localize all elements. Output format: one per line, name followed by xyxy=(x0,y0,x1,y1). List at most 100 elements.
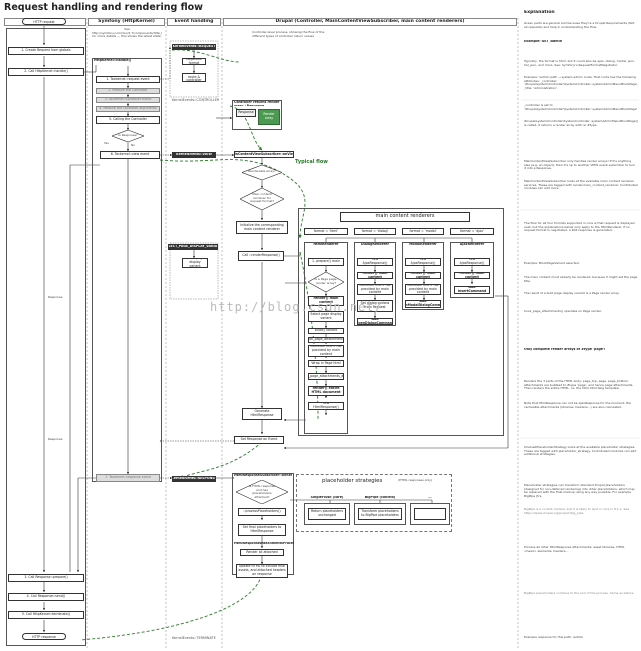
html-step-build-variant: build() variant xyxy=(308,328,344,334)
ajax-step-render-main: render() main content xyxy=(454,272,490,279)
ajax-step-command: Add InsertCommand xyxy=(454,286,490,294)
initialize-renderer-step: Initialize the corresponding main conten… xyxy=(236,221,288,234)
explanation-9: Example: BlockPageVariant selected. xyxy=(524,262,580,265)
renderer-decision-label: Main content renderer for request format… xyxy=(250,193,274,204)
request-event-step: 1. Tackernel::request event xyxy=(96,76,160,83)
ajax-renderer-label: AjaxRenderer xyxy=(459,243,485,246)
modal-step-command: Add OpenModalDialogCommand xyxy=(405,300,441,308)
terminate-step: 5. Call HttpKernel::terminate() xyxy=(8,611,84,619)
singleflush-step: Return placeholders unchanged xyxy=(308,508,346,520)
is-html-label: Is HTML response and has placeholders at… xyxy=(248,485,276,499)
render-array-option: Render array xyxy=(258,109,280,125)
dialog-renderer-label: DialogRenderer xyxy=(360,243,390,246)
legend-line-2: different types of controller return val… xyxy=(252,35,314,38)
modal-renderer-label: ModalRenderer xyxy=(409,243,437,246)
modal-renderer-group xyxy=(402,242,444,310)
call-render-response-step: Call ::renderResponse() xyxy=(238,251,284,261)
yes-label: Yes xyxy=(104,142,109,145)
watermark: http://blog.csdn.net/ xyxy=(210,300,383,314)
response-event-step: 7. Tackernel::response event xyxy=(96,474,160,482)
lane-drupal-header: Drupal (Controller, MainContentViewSubsc… xyxy=(223,18,517,26)
page-title: Request handling and rendering flow xyxy=(4,2,203,13)
html-step-new-response: new HtmlResponse() xyxy=(308,402,344,410)
html-step-page-decision: Is a Page page-render array? xyxy=(308,272,344,292)
explanation-8: The flow for all four formats supported … xyxy=(524,222,635,233)
ajax-renderer-group xyxy=(450,242,494,298)
kernel-response-event: KernelEvents::RESPONSE xyxy=(172,476,216,482)
bigpipe-step: Transform placeholders to BigPipe placeh… xyxy=(358,508,402,520)
no-label: No xyxy=(131,144,136,147)
create-request-step: 1. Create Request from globals xyxy=(8,47,84,55)
typical-flow-label: Typical flow xyxy=(295,159,328,165)
main-content-subscriber: MainContentViewSubscriber::onView() xyxy=(234,151,294,158)
html-step-attachments-alter: hook_page_attachments_alter() xyxy=(308,373,344,380)
index-lane-frame xyxy=(6,28,86,646)
explanation-11: The result of a built page display varia… xyxy=(524,292,620,295)
explanation-4: _controller is set to '\Drupal\system\Co… xyxy=(524,104,638,111)
negotiate-format-step: Negotiate format xyxy=(182,58,206,65)
modal-step-new-ajax: new AjaxResponse() xyxy=(405,258,441,266)
is-response-decision: Is Response? xyxy=(112,130,144,142)
explanation-14: Renders the 3 parts of the HTML body: pa… xyxy=(524,380,634,391)
dialog-renderer-group xyxy=(354,242,396,326)
controller-event-step: 3. Tackernel::controller event xyxy=(96,97,160,103)
is-html-decision: Is HTML response and has placeholders at… xyxy=(236,480,288,504)
other-strategy-step xyxy=(414,508,446,520)
dialog-step-render-main: render() main content xyxy=(357,272,393,279)
http-response-node: HTTP response xyxy=(22,633,66,640)
controller-return-group xyxy=(232,100,282,130)
attachments-processor-label: HtmlResponseAttachmentsProcessor xyxy=(234,542,294,545)
explanation-17: Placeholder strategies can transform sta… xyxy=(524,484,635,498)
html-step-wrap-page: Wrap in Page html xyxy=(308,360,344,367)
http-request-node: HTTP request xyxy=(22,18,66,25)
explanation-6: MainContentViewSubscriber only handles r… xyxy=(524,160,636,171)
html-step-select-variant: Select page display variant xyxy=(308,311,344,322)
modal-step-calc-title: Calculate title if not provided by main … xyxy=(405,284,441,295)
resolve-args-step: 4. Resolve the controller arguments xyxy=(96,106,160,112)
view-event-step: 6. Tackernel::view event xyxy=(100,151,160,159)
placeholder-strategies-group xyxy=(296,474,452,532)
dialog-step-calc-title: Calculate title if not provided by main … xyxy=(357,284,393,295)
set-final-placeholders-step: Set final placeholders to HtmlResponse xyxy=(238,524,286,536)
kernel-terminate-event: KernelEvents::TERMINATE xyxy=(172,636,216,640)
select-variant-event: SELECT_PAGE_DISPLAY_VARIANT xyxy=(168,244,218,250)
strategy-more-label: … xyxy=(428,496,432,499)
explanation-19: Process all other HtmlResponse attachmen… xyxy=(524,546,625,553)
html-step-page-attachments: hook_page_attachments() xyxy=(308,337,344,343)
renderer-decision: Main content renderer for request format… xyxy=(240,188,284,210)
other-strategy-group xyxy=(410,503,450,525)
explanation-16: ChainedPlaceholderStrategy looks at the … xyxy=(524,446,637,457)
html-step-calc-title: Calculate title if not provided by main … xyxy=(308,345,344,357)
explanation-1: Example: GET /admin xyxy=(524,40,562,43)
select-page-variant-step: Select page display variant xyxy=(182,258,208,268)
determine-route-step: Determine route & controller xyxy=(182,73,206,82)
process-placeholders-step: ::processPlaceholders() xyxy=(238,508,286,516)
explanation-12: hook_page_attachments() operates on Page… xyxy=(524,310,602,313)
lane-symfony-header: Symfony (HttpKernel) xyxy=(88,18,165,26)
prepare-response-step: 3. Call Response::prepare() xyxy=(8,574,84,582)
legend-line-1: Controller-level process, showing the fl… xyxy=(252,31,325,34)
html-response-sub-label: HtmlResponseSubscriber::onRespond() xyxy=(234,474,292,477)
strategy-bigpipe-label: BigPipe (contrib) xyxy=(364,496,396,499)
response-label-1: Response xyxy=(48,296,63,299)
html-step-render-main: render() main content xyxy=(308,296,344,306)
explanation-3: Example: /admin path → system.admin rout… xyxy=(524,76,638,90)
page-decision-label: Is a Page page-render array? xyxy=(314,278,338,285)
handle-label: HttpKernel::handle() xyxy=(94,59,132,62)
update-html-step: Update HTML to include final assets, and… xyxy=(236,564,288,578)
is-response-label: Is Response? xyxy=(118,134,138,137)
explanation-18: BigPipe is a contrib module, but it is l… xyxy=(524,508,630,515)
response-label-2: Response xyxy=(48,438,63,441)
main-renderers-group xyxy=(298,208,504,436)
placeholder-note: (HTML responses only) xyxy=(398,479,433,482)
explanation-5: \Drupal\system\Controller\SystemControll… xyxy=(524,120,638,127)
singleflush-group xyxy=(304,503,350,525)
explanation-10: The main content must already be rendere… xyxy=(524,276,638,283)
dialog-step-options: Set dialog options from Request xyxy=(357,300,393,312)
render-attached-step: Render all attached xyxy=(240,549,284,556)
dialog-step-command: Add OpenDialogCommand xyxy=(357,318,393,325)
renderable-decision: Renderable array? xyxy=(242,165,282,180)
format-dialog: format = 'dialog' xyxy=(354,228,396,235)
explanation-7: MainContentViewSubscriber looks at the a… xyxy=(524,180,638,191)
